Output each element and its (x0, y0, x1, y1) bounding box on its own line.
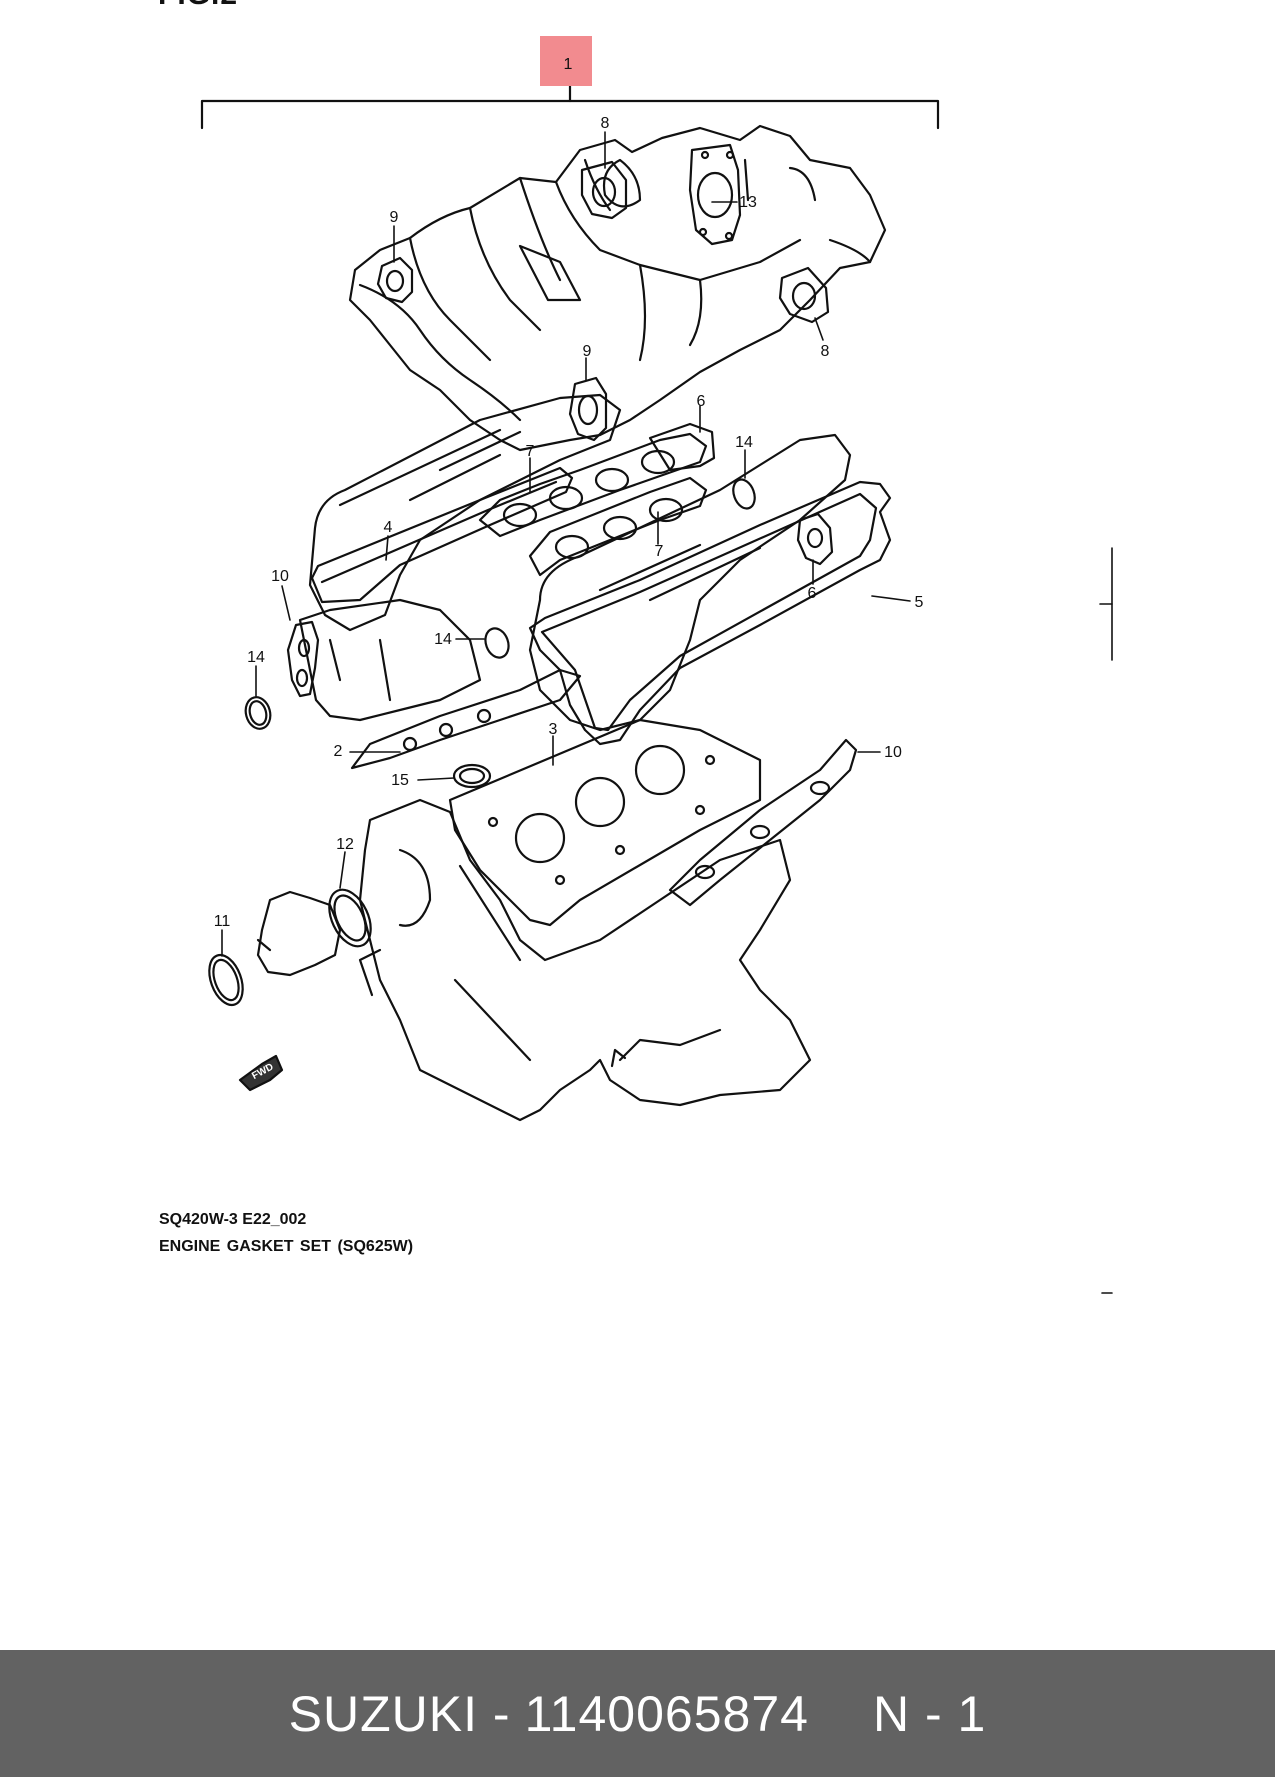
callout-1: 1 (564, 56, 573, 73)
callout-5: 5 (915, 594, 924, 611)
engine-gasket-diagram: 1 8 9 13 8 9 6 14 7 4 7 10 6 5 14 14 3 2… (200, 36, 1113, 1294)
plate-gasket-6-upper (648, 422, 716, 472)
o-ring-14-c (244, 696, 272, 730)
callout-9: 9 (390, 209, 399, 226)
head-gasket-right (448, 718, 762, 927)
footer-brand: SUZUKI - (288, 1685, 511, 1742)
callout-3: 3 (549, 721, 558, 738)
callout-10: 10 (884, 744, 902, 761)
callout-9: 9 (583, 343, 592, 360)
footer-page-indicator: N - 1 (872, 1685, 987, 1742)
o-ring-15 (452, 763, 492, 789)
flange-gasket-8-right (778, 266, 830, 324)
callout-2: 2 (334, 743, 343, 760)
flange-gasket-9-center (568, 376, 608, 442)
o-ring-14-b (484, 627, 510, 659)
left-cylinder-head (298, 598, 482, 722)
callout-7: 7 (526, 443, 535, 460)
intake-gasket-7-upper (478, 432, 708, 538)
throttle-body-gasket (688, 143, 742, 246)
diagram-code: SQ420W-3 E22_002 (159, 1211, 307, 1228)
callout-12: 12 (336, 836, 354, 853)
o-ring-14-a (732, 478, 756, 510)
callout-6: 6 (808, 585, 817, 602)
callout-14: 14 (247, 649, 265, 666)
gasket-11 (208, 953, 244, 1007)
engine-block (358, 798, 812, 1122)
flange-gasket-9-left (376, 256, 414, 304)
callout-15: 15 (391, 772, 409, 789)
callout-8: 8 (821, 343, 830, 360)
valve-cover-gasket-left (310, 466, 574, 604)
set-bracket (200, 99, 940, 130)
right-head-cover (528, 433, 852, 732)
footer-part-number: 1140065874 (524, 1685, 809, 1742)
intake-manifold (348, 124, 887, 452)
callout-14: 14 (735, 434, 753, 451)
callout-14: 14 (434, 631, 452, 648)
figure-heading: FIG.2 (158, 0, 238, 12)
footer-bar: SUZUKI - 1140065874 N - 1 (0, 1650, 1275, 1777)
callout-6: 6 (697, 393, 706, 410)
callout-10: 10 (271, 568, 289, 585)
callout-4: 4 (384, 519, 393, 536)
left-head-cover (308, 393, 622, 632)
plate-gasket-6-right (796, 512, 834, 566)
callout-11: 11 (214, 913, 231, 930)
diagram-title: ENGINE GASKET SET (SQ625W) (159, 1238, 414, 1255)
intake-gasket-7-lower (528, 476, 708, 577)
exhaust-gasket-10-right (668, 738, 858, 907)
callout-7: 7 (655, 543, 664, 560)
fwd-arrow-icon (238, 1054, 284, 1092)
water-inlet-housing (256, 890, 342, 977)
callout-13: 13 (739, 194, 757, 211)
callout-8: 8 (601, 115, 610, 132)
flange-gasket-8-top (580, 160, 628, 220)
gasket-12 (328, 888, 372, 948)
head-gasket-left (350, 668, 582, 770)
valve-cover-gasket-right (528, 480, 892, 746)
callout-1-highlight (540, 36, 592, 86)
